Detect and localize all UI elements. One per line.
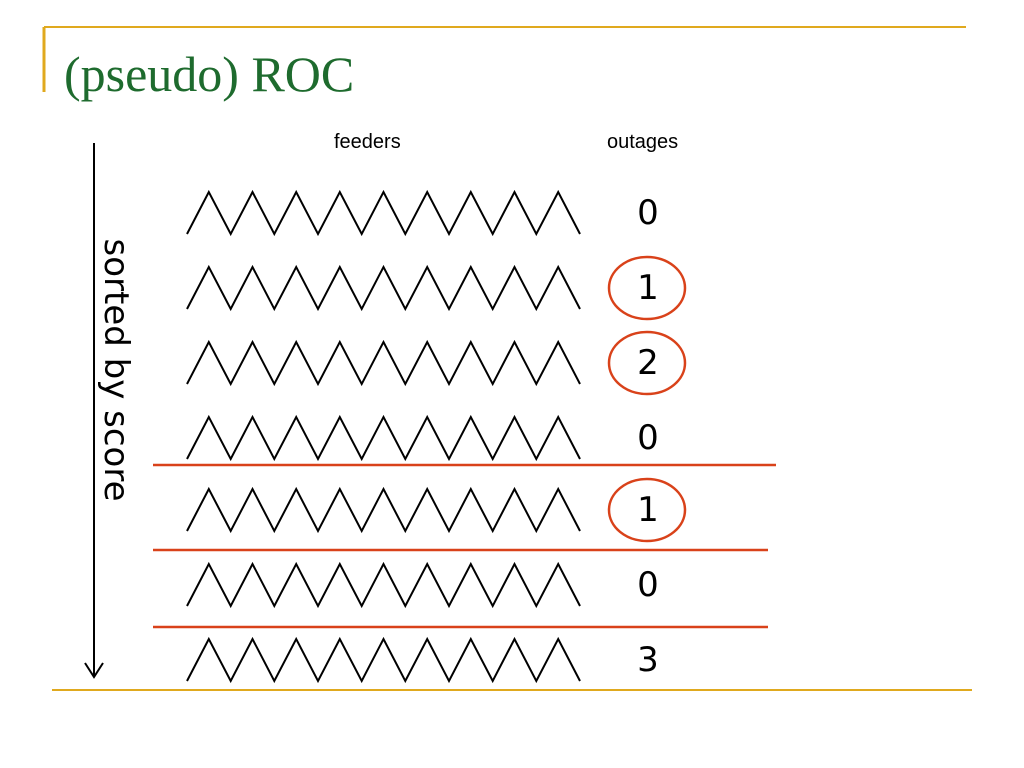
feeder-zigzags <box>186 189 581 684</box>
outages-header: outages <box>607 131 679 153</box>
outage-count: 0 <box>637 193 659 233</box>
zigzag-icon <box>186 189 581 237</box>
slide-title: (pseudo) ROC <box>64 46 355 102</box>
outage-count: 0 <box>637 565 659 605</box>
outage-count: 3 <box>637 640 659 680</box>
outage-circles <box>607 255 687 543</box>
arrow-down-icon <box>84 143 104 679</box>
zigzag-icon <box>186 414 581 462</box>
outage-highlight-circle <box>607 330 687 396</box>
zigzag-icon <box>186 486 581 534</box>
zigzag-icon <box>186 636 581 684</box>
outage-highlight-circle <box>607 477 687 543</box>
feeders-header: feeders <box>334 131 401 153</box>
outage-count: 2 <box>637 343 659 383</box>
sorted-by-score-label: sorted by score <box>96 238 136 502</box>
threshold-lines <box>153 463 776 629</box>
zigzag-icon <box>186 339 581 387</box>
outage-count: 0 <box>637 418 659 458</box>
zigzag-icon <box>186 561 581 609</box>
outage-count: 1 <box>637 490 659 530</box>
outage-highlight-circle <box>607 255 687 321</box>
outage-count: 1 <box>637 268 659 308</box>
zigzag-icon <box>186 264 581 312</box>
